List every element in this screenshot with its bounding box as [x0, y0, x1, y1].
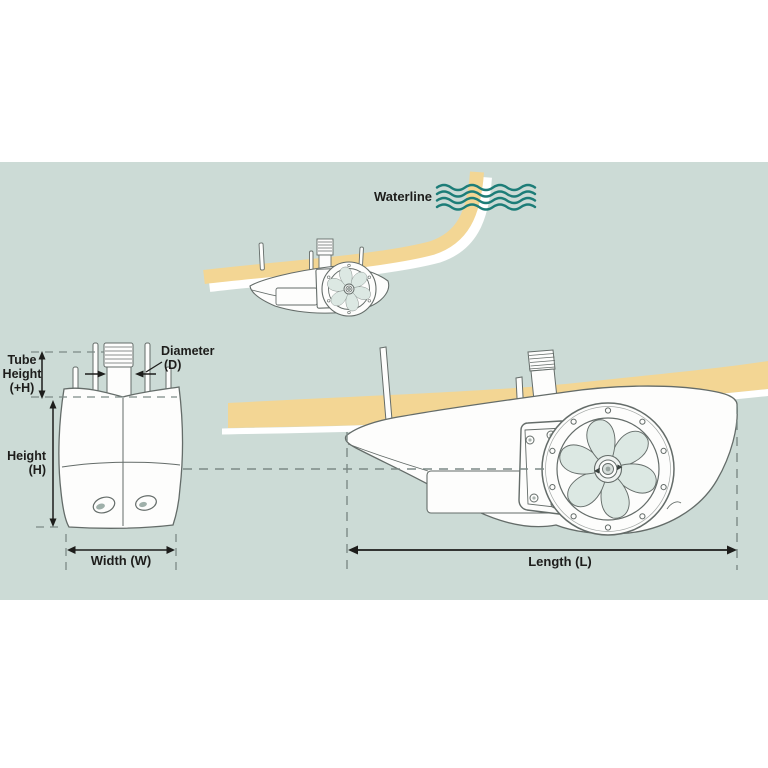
length-label: Length (L)	[528, 554, 592, 569]
tube-height-label: Tube Height (+H)	[2, 353, 42, 395]
tube-height-label-line: Tube	[7, 353, 37, 367]
pod-housing-box	[275, 287, 318, 306]
antenna-rod	[358, 246, 364, 267]
anode-hole	[135, 495, 157, 511]
antenna-rod	[258, 242, 265, 271]
hull-surface-stripe	[222, 389, 768, 435]
antenna-rod	[309, 250, 314, 271]
width-label: Width (W)	[90, 553, 152, 568]
diameter-dimension-arrows	[85, 361, 163, 378]
hull-cross-section-view	[203, 171, 537, 317]
length-dimension-arrow	[348, 545, 737, 555]
hull-band	[228, 361, 768, 428]
diameter-label: Diameter (D)	[161, 344, 237, 372]
height-label-line: (H)	[28, 463, 46, 477]
propeller-small	[321, 261, 377, 317]
antenna-rod	[144, 342, 151, 396]
tube-height-label-line: Height	[2, 367, 42, 381]
diameter-label-line: (D)	[164, 358, 182, 372]
height-label: Height (H)	[0, 449, 46, 477]
tube-height-dimension-arrow	[38, 351, 46, 399]
pod-hull-front	[58, 386, 184, 529]
antenna-rod	[92, 342, 99, 396]
height-dimension-arrow	[49, 400, 57, 527]
hull-band	[203, 171, 484, 284]
diameter-leader-line	[145, 361, 163, 373]
front-view	[31, 342, 184, 570]
height-label-line: Height	[7, 449, 46, 463]
waterline-wave-icon	[435, 183, 537, 211]
width-dimension-arrow	[67, 546, 175, 554]
waterline-label: Waterline	[373, 189, 432, 204]
side-view	[183, 346, 768, 570]
tube-height-label-line: (+H)	[9, 381, 35, 395]
thruster-pod-small	[249, 238, 390, 317]
diameter-label-line: Diameter	[161, 344, 215, 358]
thruster-tube-front	[103, 342, 134, 399]
anode-hole	[92, 496, 116, 514]
propeller	[541, 402, 675, 536]
